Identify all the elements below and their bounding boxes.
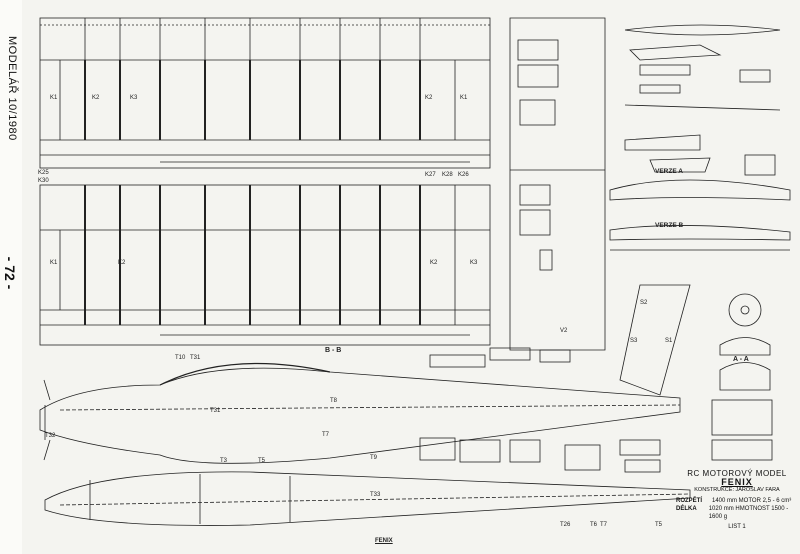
fuselage-label: T32 [45,433,56,439]
fuselage-label: T26 [560,522,571,528]
fin-label: S2 [640,300,648,306]
wing-label: K28 [442,172,453,178]
fuselage-side [39,362,681,464]
rib-label: K2 [430,260,438,266]
section-aa-label: A - A [733,356,749,363]
page-margin: MODELÁŘ 10/1980 - 72 - [0,0,22,554]
wing-sections [609,179,791,251]
constructor: KONSTRUKCE: JAROSLAV FARA [694,487,780,493]
title-block: RC MOTOROVÝ MODEL FENIX KONSTRUKCE: JARO… [676,470,798,531]
fin-label: S3 [630,338,638,344]
rib-label: K1 [460,95,468,101]
fuselage-label: T7 [600,522,608,528]
section-bb-label: B - B [325,347,342,354]
wing-label: K25 [38,170,49,176]
rib-label: K2 [425,95,433,101]
wing-label: K27 [425,172,436,178]
small-parts [419,347,661,473]
rib-label: K2 [92,95,100,101]
fuselage-label: T5 [258,458,266,464]
fuselage-label: T5 [655,522,663,528]
fenix-small-label: FENIX [375,538,393,544]
spec-label: DÉLKA [676,506,697,512]
spec-label: ROZPĚTÍ [676,498,703,504]
parts-top-right [624,24,781,176]
rib-label: K3 [470,260,478,266]
sheet-number: LIST 1 [728,524,746,530]
wing-label: K26 [458,172,469,178]
fuselage-label: T6 [590,522,598,528]
wing-panel-top [39,17,491,169]
fuselage-label: T3 [220,458,228,464]
fin-label: V2 [560,328,568,334]
fuselage-label: T31 [210,408,221,414]
title-line1: RC MOTOROVÝ MODEL [687,469,787,478]
rib-label: K3 [130,95,138,101]
fin-label: S1 [665,338,673,344]
fuselage-label: T7 [322,432,330,438]
fuselage-top [44,471,691,526]
fuselage-label: T9 [370,455,378,461]
spec-value: 1020 mm HMOTNOST 1500 - 1600 g [708,506,789,520]
verze-b-label: VERZE B [655,222,684,229]
spec-row: DÉLKA 1020 mm HMOTNOST 1500 - 1600 g [676,505,798,521]
verze-a-label: VERZE A [655,168,683,175]
fuselage-label: T31 [190,355,201,361]
round-parts [711,293,773,461]
wing-panel-bottom [39,184,491,346]
vertical-fin [619,284,691,396]
model-name: FENIX [721,477,753,487]
fuselage-side-panel [509,17,606,351]
spec-value: 1400 mm MOTOR 2,5 - 6 cm³ [712,498,792,504]
wing-label: K30 [38,178,49,184]
fuselage-label: T8 [330,398,338,404]
fuselage-label: T10 [175,355,186,361]
rib-label: K1 [50,95,58,101]
fuselage-label: T33 [370,492,381,498]
rib-label: K1 [50,260,58,266]
spec-row: ROZPĚTÍ 1400 mm MOTOR 2,5 - 6 cm³ [676,497,798,505]
rib-label: K2 [118,260,126,266]
